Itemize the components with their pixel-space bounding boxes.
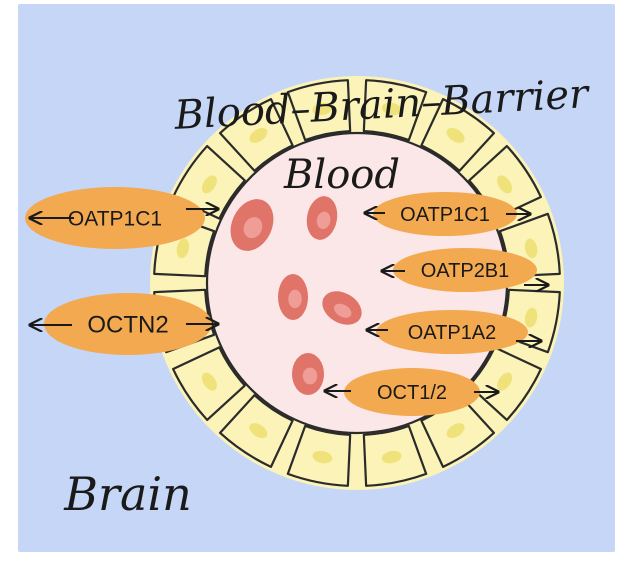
transporter-label: OATP2B1: [421, 260, 510, 282]
brain-label: Brain: [63, 467, 192, 521]
transporter-label: OATP1A2: [408, 322, 497, 344]
red-blood-cell: [292, 353, 324, 395]
blood-label: Blood: [283, 152, 400, 198]
red-blood-cell: [278, 274, 308, 320]
transporter-label: OATP1C1: [68, 208, 162, 231]
transporter-label: OATP1C1: [400, 204, 490, 226]
transporter-label: OCT1/2: [377, 382, 447, 404]
transporter-label: OCTN2: [87, 312, 168, 339]
